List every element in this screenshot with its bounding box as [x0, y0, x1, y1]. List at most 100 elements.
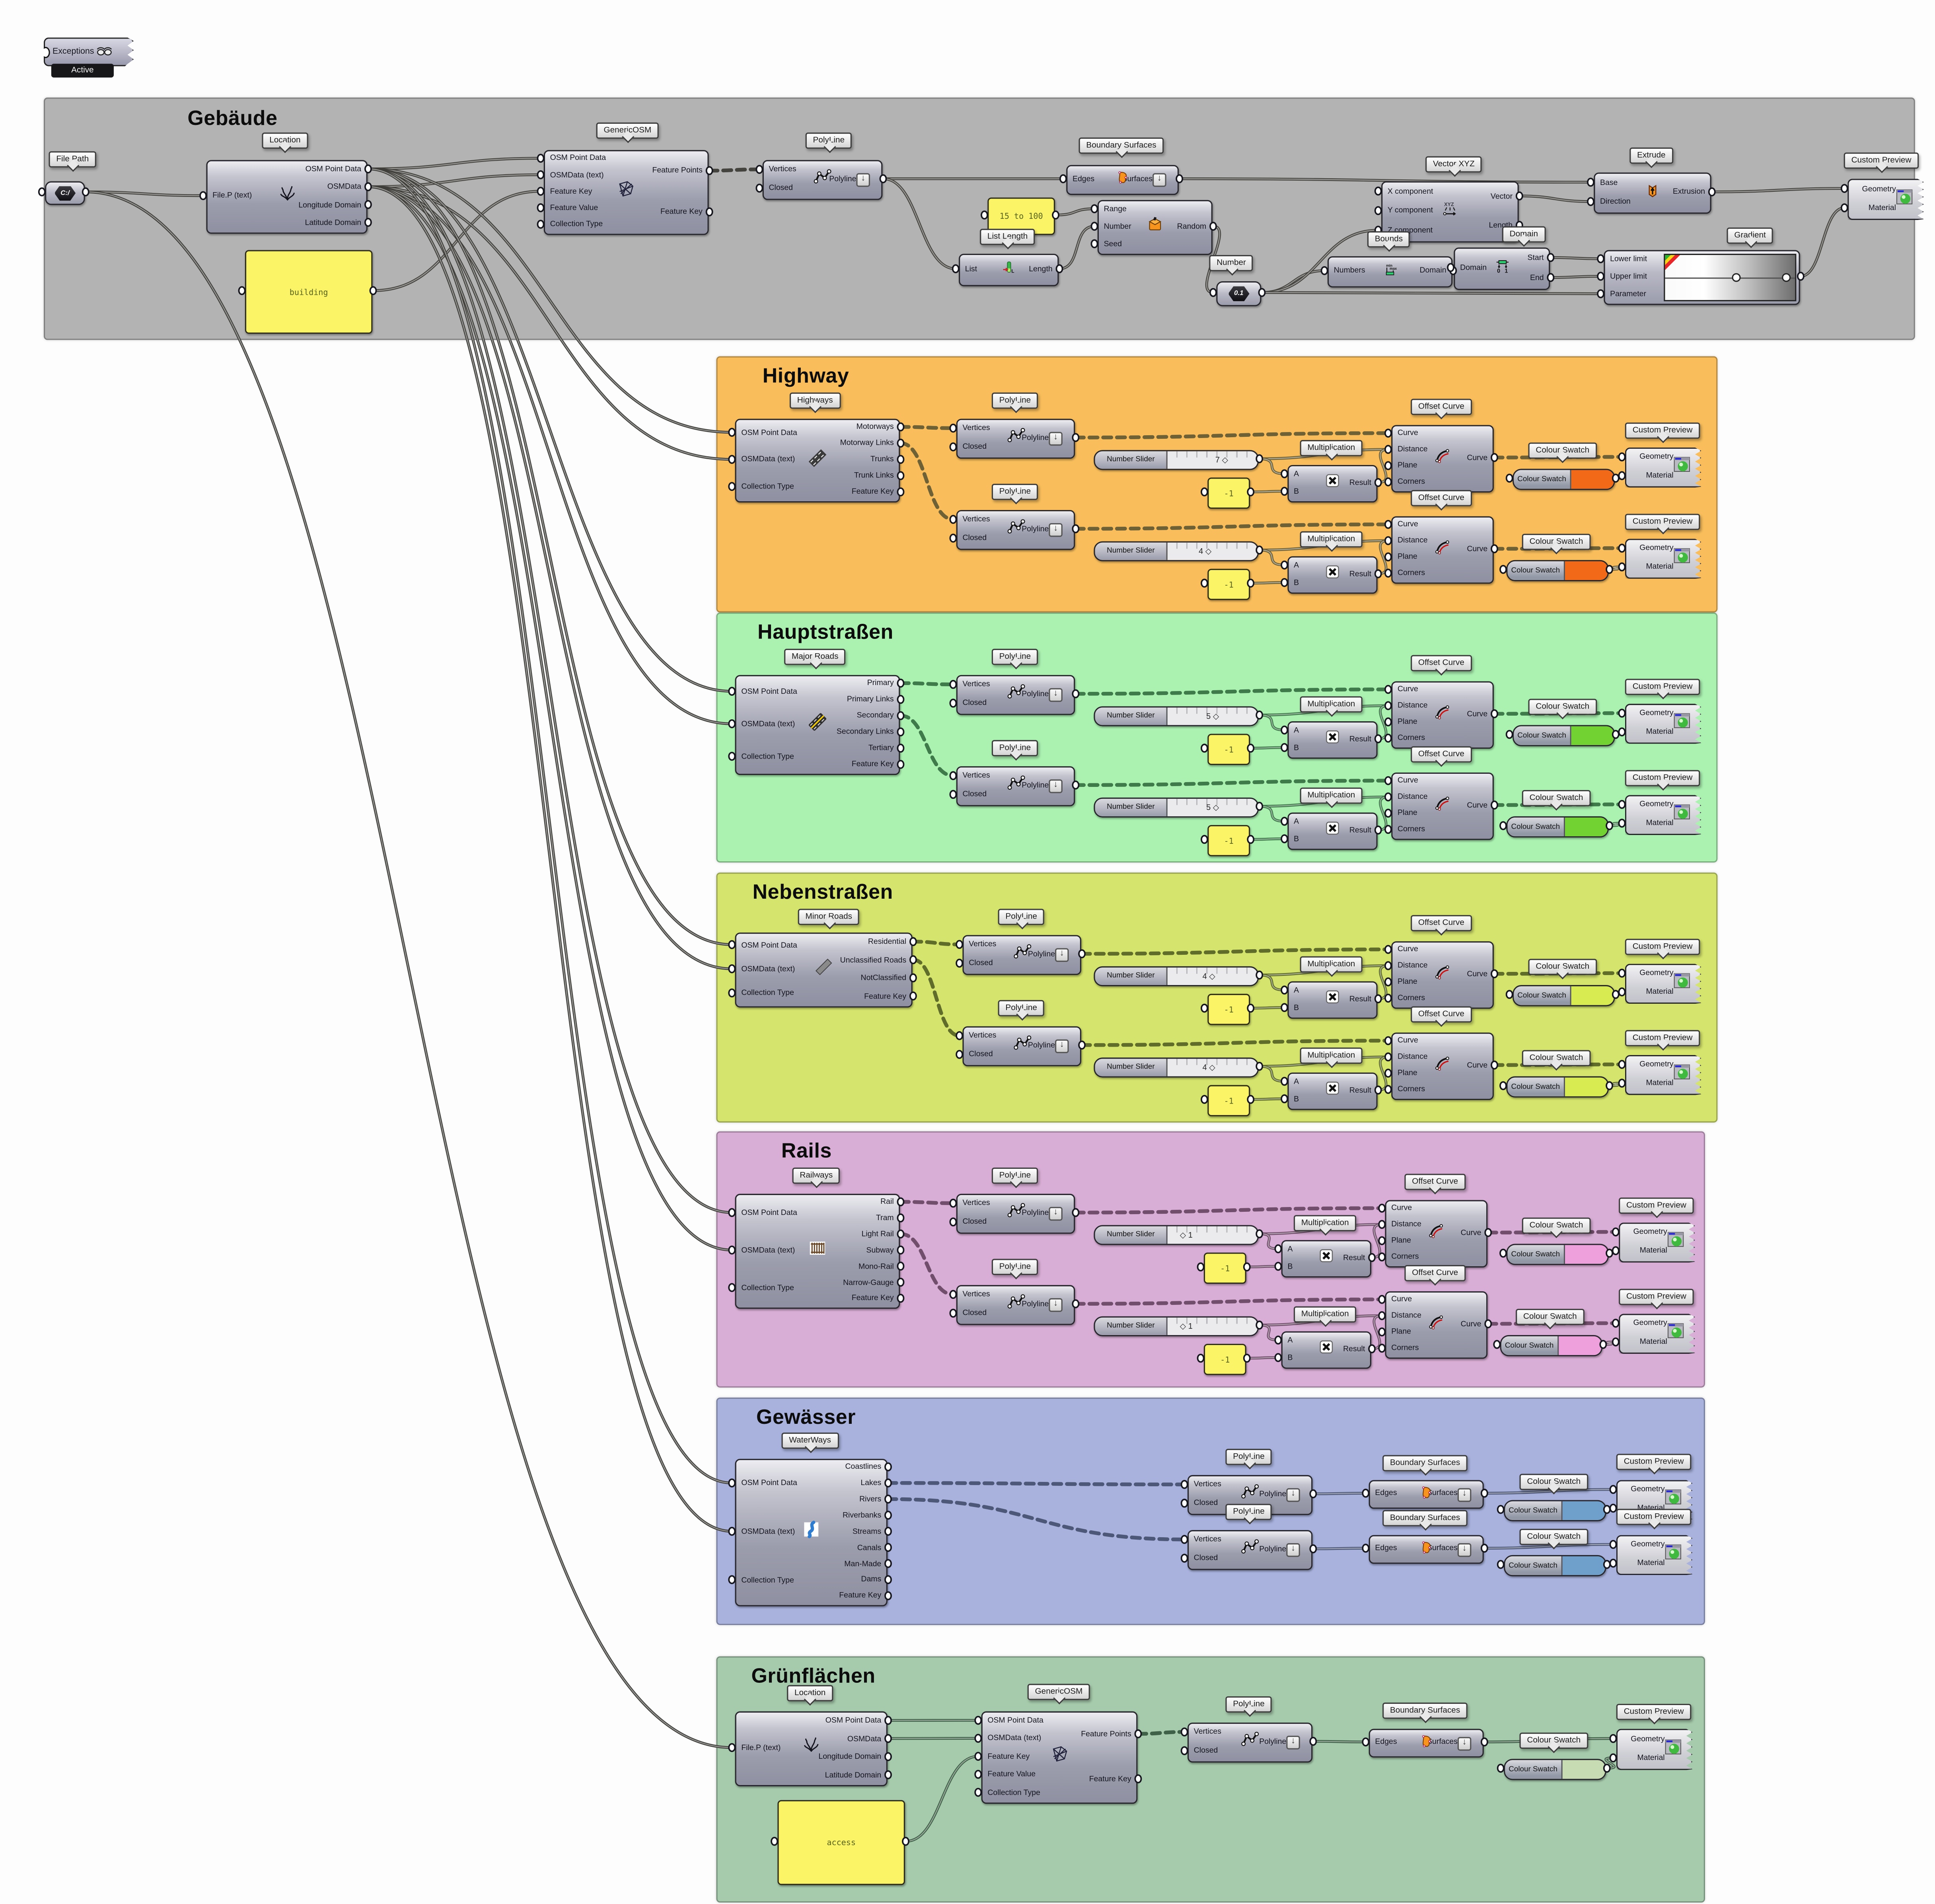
nsw2-colour-swatch[interactable]: Colour Swatch: [1506, 1076, 1609, 1098]
capsule-colour-swatch[interactable]: Colour Swatch: [1519, 1733, 1588, 1748]
exceptions-widget[interactable]: Exceptions Active: [44, 37, 134, 78]
grad-gradient-bar[interactable]: [1663, 253, 1797, 302]
capsule-polyline[interactable]: PolyLine: [991, 740, 1039, 756]
capsule-polyline[interactable]: PolyLine: [1225, 1696, 1272, 1712]
capsule-domain[interactable]: Domain: [1502, 226, 1546, 242]
capsule-genericosm[interactable]: GenericOSM: [1027, 1684, 1090, 1700]
capsule-boundary-surfaces[interactable]: Boundary Surfaces: [1382, 1510, 1468, 1526]
capsule-vector-xyz[interactable]: Vector XYZ: [1425, 156, 1482, 172]
nrel-param[interactable]: 0.1: [1216, 281, 1261, 306]
hsw1-swatch-color[interactable]: [1571, 470, 1614, 489]
mp1-panel[interactable]: -1: [1207, 734, 1250, 765]
graft-down-icon[interactable]: ↓: [1049, 1298, 1063, 1312]
capsule-colour-swatch[interactable]: Colour Swatch: [1516, 1308, 1585, 1325]
capsule-location[interactable]: Location: [262, 132, 308, 148]
capsule-colour-swatch[interactable]: Colour Swatch: [1522, 533, 1591, 549]
capsule-offset-curve[interactable]: Offset Curve: [1404, 1174, 1466, 1190]
hsl1-slider-track[interactable]: 7 ◇: [1168, 451, 1258, 469]
capsule-custom-preview[interactable]: Custom Preview: [1619, 1197, 1694, 1213]
graft-down-icon[interactable]: ↓: [1286, 1488, 1300, 1502]
capsule-custom-preview[interactable]: Custom Preview: [1625, 1030, 1700, 1046]
capsule-offset-curve[interactable]: Offset Curve: [1411, 655, 1472, 671]
capsule-list-length[interactable]: List Length: [980, 229, 1036, 245]
nsl2-slider-track[interactable]: 4 ◇: [1168, 1059, 1258, 1077]
capsule-custom-preview[interactable]: Custom Preview: [1616, 1703, 1692, 1720]
rsl1-slider-track[interactable]: ◇ 1: [1168, 1226, 1258, 1244]
rsl2-slider-track[interactable]: ◇ 1: [1168, 1317, 1258, 1335]
rsw1-swatch-color[interactable]: [1565, 1245, 1608, 1264]
hp1-panel[interactable]: -1: [1207, 477, 1250, 509]
capsule-polyline[interactable]: PolyLine: [1225, 1448, 1272, 1465]
capsule-railways[interactable]: Railways: [792, 1167, 841, 1184]
capsule-custom-preview[interactable]: Custom Preview: [1625, 938, 1700, 955]
capsule-location[interactable]: Location: [787, 1685, 833, 1701]
wsw1-colour-swatch[interactable]: Colour Swatch: [1504, 1500, 1606, 1522]
capsule-polyline[interactable]: PolyLine: [998, 909, 1045, 925]
capsule-custom-preview[interactable]: Custom Preview: [1619, 1289, 1694, 1304]
capsule-offset-curve[interactable]: Offset Curve: [1411, 746, 1472, 762]
capsule-multiplication[interactable]: Multiplication: [1293, 1215, 1357, 1231]
capsule-colour-swatch[interactable]: Colour Swatch: [1528, 442, 1597, 458]
graft-down-icon[interactable]: ↓: [1049, 1207, 1063, 1221]
capsule-offset-curve[interactable]: Offset Curve: [1411, 399, 1472, 415]
capsule-custom-preview[interactable]: Custom Preview: [1844, 152, 1919, 168]
capsule-colour-swatch[interactable]: Colour Swatch: [1522, 1217, 1591, 1233]
capsule-multiplication[interactable]: Multiplication: [1300, 696, 1363, 712]
capsule-custom-preview[interactable]: Custom Preview: [1625, 679, 1700, 695]
capsule-boundary-surfaces[interactable]: Boundary Surfaces: [1382, 1455, 1468, 1471]
hsw2-colour-swatch[interactable]: Colour Swatch: [1506, 560, 1609, 582]
capsule-multiplication[interactable]: Multiplication: [1300, 440, 1363, 456]
np1-panel[interactable]: -1: [1207, 994, 1250, 1025]
capsule-colour-swatch[interactable]: Colour Swatch: [1522, 790, 1591, 806]
capsule-offset-curve[interactable]: Offset Curve: [1411, 915, 1472, 931]
msw2-swatch-color[interactable]: [1565, 817, 1608, 837]
capsule-polyline[interactable]: PolyLine: [998, 1000, 1045, 1016]
msl1-slider-track[interactable]: 5 ◇: [1168, 707, 1258, 725]
graft-down-icon[interactable]: ↓: [1049, 688, 1063, 702]
capsule-boundary-surfaces[interactable]: Boundary Surfaces: [1382, 1702, 1468, 1718]
capsule-colour-swatch[interactable]: Colour Swatch: [1528, 959, 1597, 975]
msl2-slider-track[interactable]: 5 ◇: [1168, 798, 1258, 816]
capsule-polyline[interactable]: PolyLine: [991, 1167, 1039, 1184]
capsule-colour-swatch[interactable]: Colour Swatch: [1522, 1050, 1591, 1066]
fp-param[interactable]: C:/: [45, 181, 85, 205]
wsw2-colour-swatch[interactable]: Colour Swatch: [1504, 1555, 1606, 1577]
capsule-offset-curve[interactable]: Offset Curve: [1411, 490, 1472, 506]
np2-panel[interactable]: -1: [1207, 1085, 1250, 1116]
capsule-polyline[interactable]: PolyLine: [1225, 1504, 1272, 1520]
hp2-panel[interactable]: -1: [1207, 568, 1250, 600]
